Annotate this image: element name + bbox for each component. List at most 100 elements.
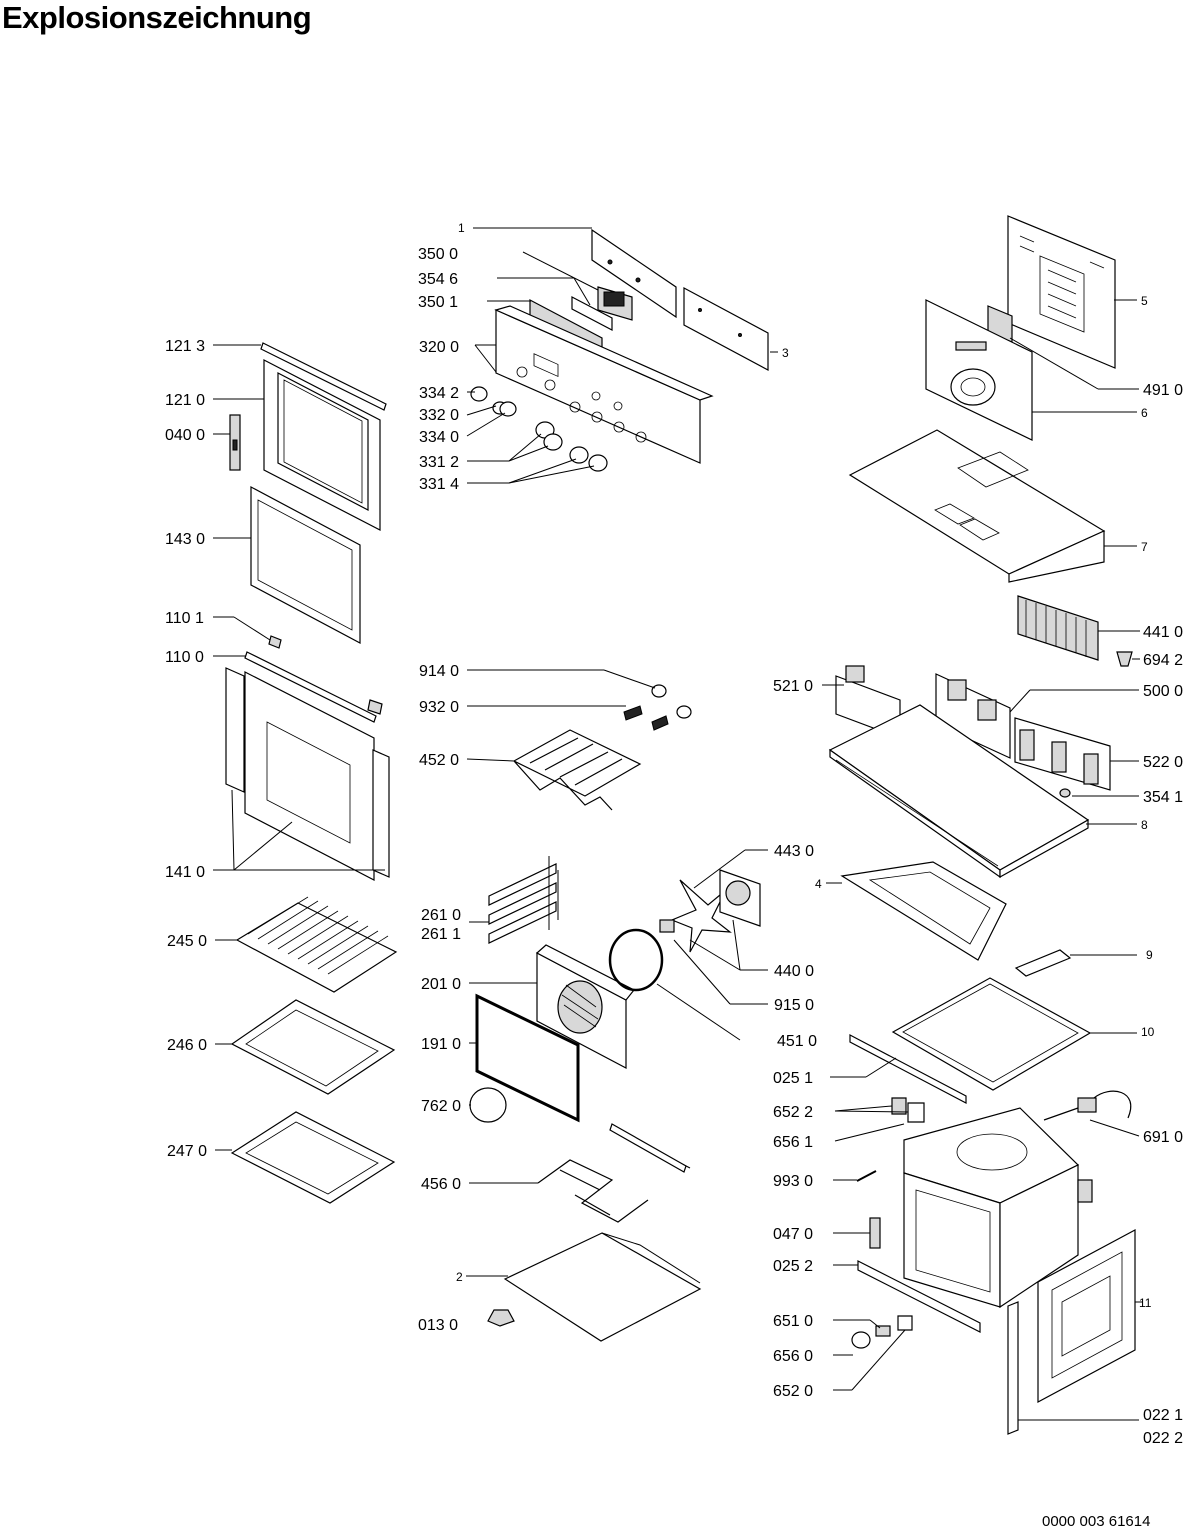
cap-354-1 <box>1059 788 1071 798</box>
label-247-0: 247 0 <box>167 1143 207 1160</box>
label-201-0: 201 0 <box>421 976 461 993</box>
rear-wall-6 <box>925 299 1033 441</box>
rear-panel-3 <box>683 286 769 372</box>
grill-element-452 <box>512 729 642 811</box>
label-334-0: 334 0 <box>419 429 459 446</box>
shelf-supports <box>488 856 559 944</box>
label-261-1: 261 1 <box>421 926 461 943</box>
label-1: 1 <box>458 221 465 235</box>
label-521-0: 521 0 <box>773 678 813 695</box>
label-443-0: 443 0 <box>774 843 814 860</box>
grill-element-parts <box>623 684 692 731</box>
label-3: 3 <box>782 346 789 360</box>
label-025-2: 025 2 <box>773 1258 813 1275</box>
door-seal-191 <box>475 993 580 1123</box>
label-6: 6 <box>1141 406 1148 420</box>
label-656-1: 656 1 <box>773 1134 813 1151</box>
label-025-1: 025 1 <box>773 1070 813 1087</box>
label-441-0: 441 0 <box>1143 624 1183 641</box>
lamp-cover-762 <box>469 1087 507 1123</box>
door-glass-top-strip <box>260 342 387 411</box>
label-762-0: 762 0 <box>421 1098 461 1115</box>
clip-047 <box>869 1217 881 1249</box>
inner-door-frame <box>263 359 381 531</box>
control-fascia <box>494 305 714 464</box>
label-914-0: 914 0 <box>419 663 459 680</box>
label-10: 10 <box>1141 1025 1155 1039</box>
label-7: 7 <box>1141 540 1148 554</box>
label-013-0: 013 0 <box>418 1317 458 1334</box>
drip-pan <box>230 1111 396 1204</box>
label-4: 4 <box>815 877 822 891</box>
bottom-panel-2 <box>503 1232 702 1342</box>
probe-691 <box>1043 1090 1132 1121</box>
door-hinge <box>229 414 241 471</box>
label-656-0: 656 0 <box>773 1348 813 1365</box>
label-350-1: 350 1 <box>418 294 458 311</box>
label-8: 8 <box>1141 818 1148 832</box>
label-261-0: 261 0 <box>421 907 461 924</box>
door-clip-small <box>268 635 282 649</box>
screw-993 <box>856 1170 877 1182</box>
outer-door-panel <box>225 667 390 881</box>
baking-tray <box>230 999 396 1095</box>
oven-rack <box>235 896 398 993</box>
inner-door-glass <box>250 486 361 644</box>
label-121-3: 121 3 <box>165 338 205 355</box>
label-110-1: 110 1 <box>165 610 204 627</box>
label-440-0: 440 0 <box>774 963 814 980</box>
programmer-500 <box>935 673 1011 759</box>
fan-motor-443 <box>719 869 761 927</box>
label-652-0: 652 0 <box>773 1383 813 1400</box>
label-652-2: 652 2 <box>773 1104 813 1121</box>
label-350-0: 350 0 <box>418 246 458 263</box>
fan-cover-201 <box>535 944 635 1069</box>
label-022-1: 022 1 <box>1143 1407 1183 1424</box>
lower-heating-element-456 <box>537 1123 691 1223</box>
label-451-0: 451 0 <box>777 1033 817 1050</box>
rail-025-1 <box>849 1034 967 1104</box>
label-040-0: 040 0 <box>165 427 205 444</box>
oven-cavity <box>903 1107 1093 1309</box>
label-691-0: 691 0 <box>1143 1129 1183 1146</box>
label-121-0: 121 0 <box>165 392 205 409</box>
label-500-0: 500 0 <box>1143 683 1183 700</box>
label-246-0: 246 0 <box>167 1037 207 1054</box>
label-932-0: 932 0 <box>419 699 459 716</box>
label-354-1: 354 1 <box>1143 789 1183 806</box>
label-332-0: 332 0 <box>419 407 459 424</box>
label-11: 11 <box>1139 1296 1152 1310</box>
label-694-2: 694 2 <box>1143 652 1183 669</box>
tangential-fan-441 <box>1017 595 1099 661</box>
label-110-0: 110 0 <box>165 649 204 666</box>
label-915-0: 915 0 <box>774 997 814 1014</box>
switch-block-522 <box>1014 717 1111 791</box>
label-993-0: 993 0 <box>773 1173 813 1190</box>
label-9: 9 <box>1146 948 1153 962</box>
label-191-0: 191 0 <box>421 1036 461 1053</box>
lamp-holder-652-2 <box>891 1097 925 1123</box>
label-047-0: 047 0 <box>773 1226 813 1243</box>
label-522-0: 522 0 <box>1143 754 1183 771</box>
foot-013 <box>487 1309 515 1327</box>
cable-clip-694 <box>1116 651 1133 667</box>
label-456-0: 456 0 <box>421 1176 461 1193</box>
document-number: 0000 003 61614 <box>1042 1513 1151 1530</box>
fan-motor-ring-451 <box>608 928 664 992</box>
label-331-4: 331 4 <box>419 476 459 493</box>
label-354-6: 354 6 <box>418 271 458 288</box>
label-452-0: 452 0 <box>419 752 459 769</box>
side-panel-11 <box>1037 1228 1136 1404</box>
back-panel-5 <box>1007 215 1116 369</box>
label-141-0: 141 0 <box>165 864 205 881</box>
bracket-9 <box>1014 949 1072 977</box>
label-320-0: 320 0 <box>419 339 459 356</box>
page-title: Explosionszeichnung <box>2 0 312 35</box>
base-tray-8 <box>828 704 1090 879</box>
display-window <box>571 296 613 331</box>
control-module <box>597 286 633 321</box>
label-5: 5 <box>1141 294 1148 308</box>
label-245-0: 245 0 <box>167 933 207 950</box>
rail-025-2 <box>857 1260 981 1333</box>
top-cover-7 <box>848 429 1106 583</box>
